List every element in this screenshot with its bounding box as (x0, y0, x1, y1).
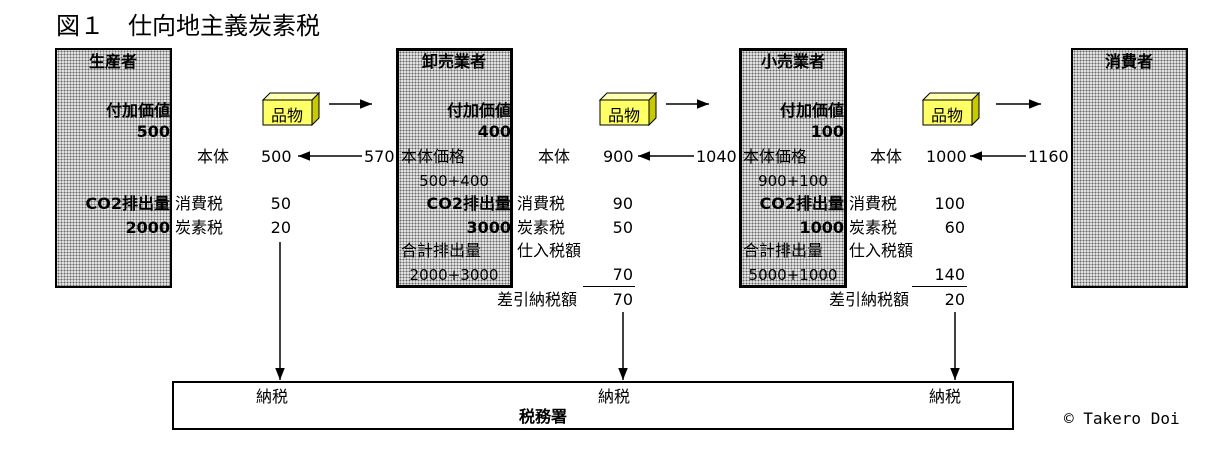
goods-label: 品物 (930, 106, 964, 125)
flow2-paid: 1040 (696, 147, 737, 166)
producer-label: 生産者 (88, 52, 138, 71)
goods-label: 品物 (607, 106, 641, 125)
consumer-box (1071, 48, 1188, 288)
wholesaler-total-emissions-label: 合計排出量 (401, 241, 482, 260)
flow2-consumption-tax: 90 (612, 194, 633, 213)
tax-office-box (172, 381, 1014, 430)
flow1-carbon-tax: 20 (270, 218, 291, 237)
producer-co2-label: CO2排出量 (85, 194, 170, 213)
pay-tax-label: 納税 (928, 387, 962, 406)
goods-label: 品物 (270, 106, 304, 125)
retailer-co2: 1000 (799, 218, 844, 237)
retailer-total-emissions-label: 合計排出量 (743, 241, 824, 260)
subtraction-line (912, 286, 967, 287)
flow1-body: 500 (261, 147, 292, 166)
copyright-credit: © Takero Doi (1064, 409, 1180, 428)
retailer-value-added: 100 (810, 122, 844, 141)
flow1-consumption-tax-label: 消費税 (175, 194, 224, 213)
flow3-consumption-tax: 100 (934, 194, 965, 213)
producer-box (55, 48, 172, 288)
producer-value-added-label: 付加価値 (105, 101, 170, 120)
retailer-co2-label: CO2排出量 (759, 194, 844, 213)
wholesaler-body-price-breakdown: 500+400 (419, 172, 489, 190)
wholesaler-body-price-label: 本体価格 (401, 147, 466, 166)
flow1-paid: 570 (364, 147, 395, 166)
wholesaler-value-added: 400 (477, 122, 511, 141)
wholesaler-co2: 3000 (466, 218, 511, 237)
flow3-carbon-tax-label: 炭素税 (849, 218, 898, 237)
flow1-consumption-tax: 50 (270, 194, 291, 213)
producer-value-added: 500 (136, 122, 170, 141)
flow3-net-tax-label: 差引納税額 (828, 290, 909, 309)
retailer-label: 小売業者 (760, 52, 826, 71)
flow3-body: 1000 (926, 147, 967, 166)
tax-office-label: 税務署 (518, 407, 568, 426)
flow3-carbon-tax: 60 (944, 218, 965, 237)
flow2-carbon-tax: 50 (612, 218, 633, 237)
flow2-body-label: 本体 (538, 147, 571, 166)
pay-tax-label: 納税 (255, 387, 289, 406)
wholesaler-co2-label: CO2排出量 (426, 194, 511, 213)
flow3-consumption-tax-label: 消費税 (849, 194, 898, 213)
flow3-body-label: 本体 (870, 147, 903, 166)
pay-tax-label: 納税 (597, 387, 631, 406)
goods-icon (922, 92, 980, 126)
flow1-carbon-tax-label: 炭素税 (175, 218, 224, 237)
consumer-label: 消費者 (1104, 52, 1154, 71)
wholesaler-box (396, 48, 513, 288)
flow2-body: 900 (603, 147, 634, 166)
subtraction-line (583, 286, 635, 287)
wholesaler-value-added-label: 付加価値 (446, 101, 511, 120)
flow2-net-tax-label: 差引納税額 (496, 290, 577, 309)
flow2-consumption-tax-label: 消費税 (517, 194, 566, 213)
retailer-body-price-label: 本体価格 (743, 147, 808, 166)
flow2-input-tax-label: 仕入税額 (517, 241, 582, 260)
retailer-value-added-label: 付加価値 (779, 101, 844, 120)
retailer-box (739, 48, 847, 288)
flow3-input-tax: 140 (934, 265, 965, 284)
wholesaler-label: 卸売業者 (421, 52, 487, 71)
flow1-body-label: 本体 (197, 147, 230, 166)
goods-icon (599, 92, 657, 126)
goods-icon (262, 92, 320, 126)
flow2-input-tax: 70 (612, 265, 633, 284)
figure-title: 図１ 仕向地主義炭素税 (56, 12, 320, 40)
retailer-total-emissions-breakdown: 5000+1000 (748, 266, 838, 284)
producer-co2: 2000 (125, 218, 170, 237)
flow2-net-tax: 70 (612, 290, 633, 309)
flow3-paid: 1160 (1028, 147, 1069, 166)
retailer-body-price-breakdown: 900+100 (758, 172, 828, 190)
wholesaler-total-emissions-breakdown: 2000+3000 (409, 266, 499, 284)
flow2-carbon-tax-label: 炭素税 (517, 218, 566, 237)
flow3-input-tax-label: 仕入税額 (849, 241, 914, 260)
flow3-net-tax: 20 (944, 290, 965, 309)
